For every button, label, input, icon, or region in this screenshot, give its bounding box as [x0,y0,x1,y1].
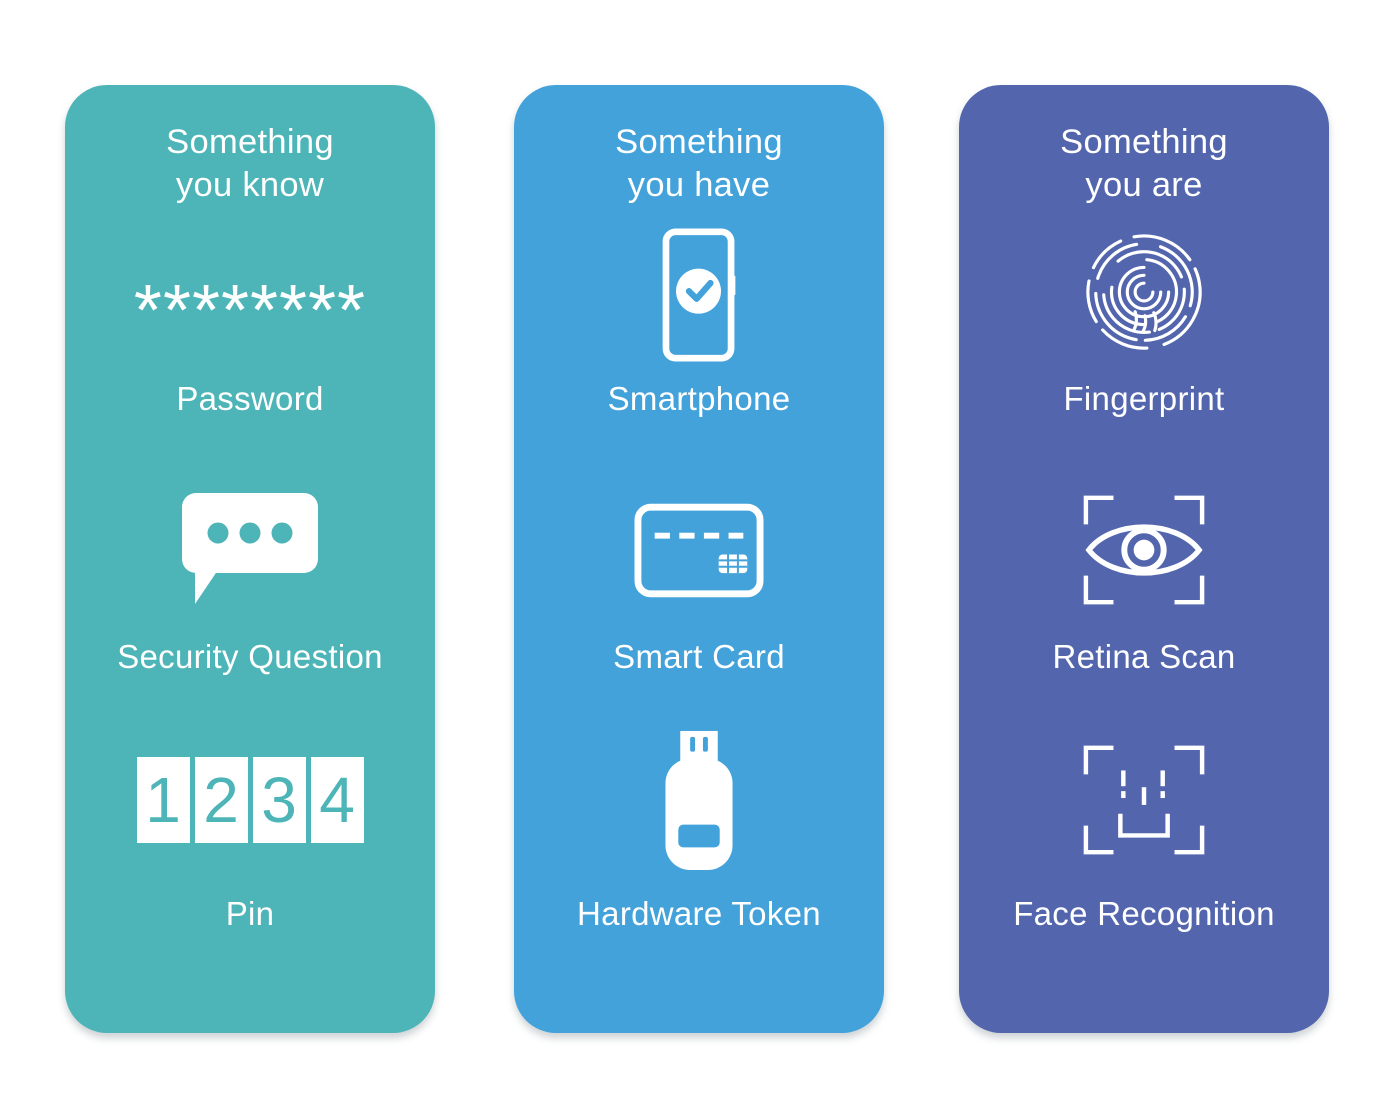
retina-scan-icon [1083,495,1205,605]
fingerprint-icon [1086,234,1202,350]
hardware-token-icon-row [514,730,884,870]
card-title-line2: you are [1085,166,1203,204]
pin-label: Pin [225,895,275,932]
hardware-token-label: Hardware Token [577,895,821,932]
pin-digit-box: 4 [310,757,364,843]
card-title-line1: Something [615,123,783,161]
card-something-you-know: Something you know ******** Password Sec… [65,85,435,1033]
smart-card-icon-row [514,485,884,615]
card-title-line2: you know [175,166,325,204]
smart-card-label: Smart Card [613,638,785,675]
pin-keypad-icon: 1 2 3 4 [136,757,364,843]
card-title-line2: you have [627,166,771,204]
smartphone-icon [662,228,736,362]
retina-scan-label: Retina Scan [1052,638,1236,675]
password-label: Password [176,380,324,417]
card-something-you-have: Something you have Smartphone Smart Card [514,85,884,1033]
pin-digit-box: 3 [252,757,306,843]
card-title: Something you are [959,121,1329,207]
card-title: Something you have [514,121,884,207]
face-recognition-icon-row [959,735,1329,865]
hardware-token-icon [665,730,733,870]
security-question-icon-row [65,485,435,615]
face-recognition-label: Face Recognition [1013,895,1275,932]
smartphone-icon-row [514,228,884,362]
pin-digit-box: 1 [136,757,190,843]
retina-scan-icon-row [959,485,1329,615]
speech-bubble-icon [182,493,318,604]
security-question-label: Security Question [117,638,383,675]
card-title: Something you know [65,121,435,207]
password-icon-row: ******** [65,230,435,360]
fingerprint-icon-row [959,230,1329,360]
fingerprint-label: Fingerprint [1063,380,1225,417]
pin-icon-row: 1 2 3 4 [65,735,435,865]
card-title-line1: Something [166,123,334,161]
password-asterisks-icon: ******** [133,271,367,351]
card-something-you-are: Something you are Fingerprint [959,85,1329,1033]
card-title-line1: Something [1060,123,1228,161]
smartphone-label: Smartphone [607,380,791,417]
smart-card-icon [634,503,764,597]
face-recognition-icon [1083,745,1205,855]
pin-digit-box: 2 [194,757,248,843]
